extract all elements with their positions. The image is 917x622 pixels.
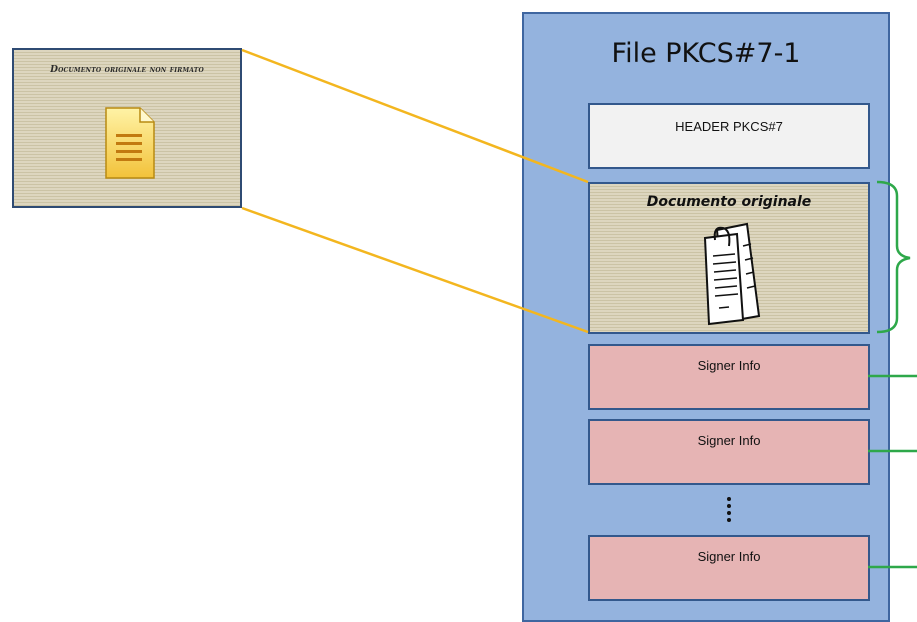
document-icon — [105, 107, 155, 179]
source-document-title: Documento originale non firmato — [50, 65, 204, 75]
continuation-ellipsis — [727, 497, 731, 522]
source-document-card: Documento originale non firmato — [12, 48, 242, 208]
pkcs7-file-container: File PKCS#7-1 HEADER PKCS#7 Documento or… — [522, 12, 890, 622]
pkcs7-file-title: File PKCS#7-1 — [611, 38, 801, 69]
original-document-label: Documento originale — [646, 194, 812, 210]
header-label: HEADER PKCS#7 — [675, 119, 783, 134]
signer-info-block: Signer Info — [588, 535, 870, 601]
signer-info-label: Signer Info — [697, 358, 761, 373]
signer-info-block: Signer Info — [588, 419, 870, 485]
header-block: HEADER PKCS#7 — [588, 103, 870, 169]
clipped-pages-icon — [703, 222, 761, 326]
original-document-block: Documento originale — [588, 182, 870, 334]
signer-info-label: Signer Info — [697, 549, 761, 564]
signer-info-label: Signer Info — [697, 433, 761, 448]
signer-info-block: Signer Info — [588, 344, 870, 410]
